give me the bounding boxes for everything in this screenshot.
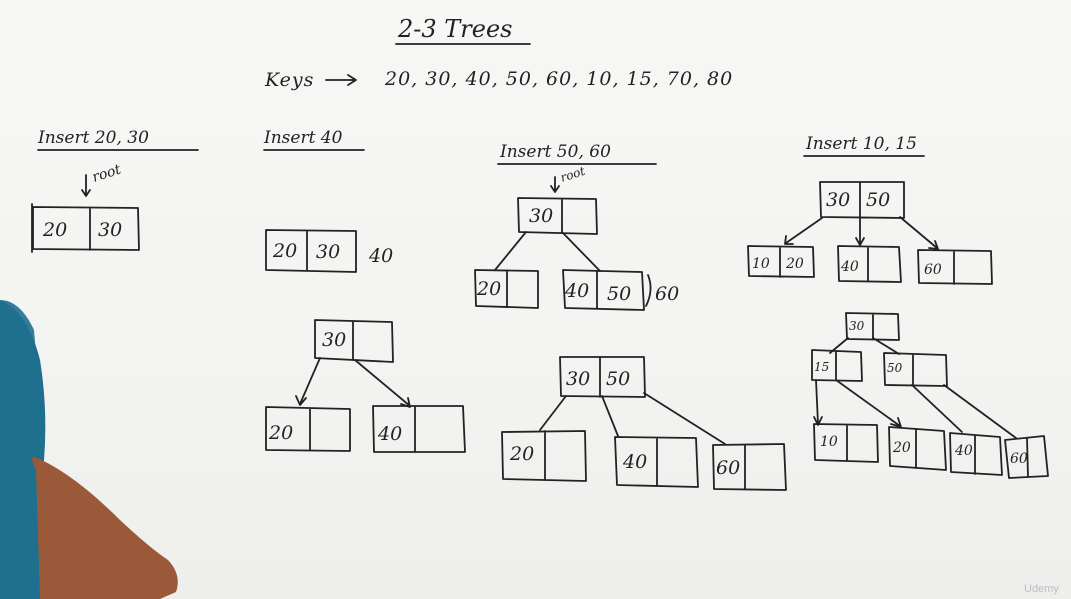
tree-edge <box>855 217 865 246</box>
root-label: root <box>90 161 123 185</box>
tree-node <box>265 406 351 452</box>
node-key: 60 <box>1010 451 1028 467</box>
node-key: 30 <box>322 329 346 351</box>
node-key: 40 <box>564 280 589 302</box>
keys-label: Keys <box>264 69 314 91</box>
tree-edge <box>943 384 1017 439</box>
tree-node <box>1004 435 1049 479</box>
keys-values: 20, 30, 40, 50, 60, 10, 15, 70, 80 <box>384 68 733 90</box>
node-key: 30 <box>849 319 865 333</box>
node-key: 30 <box>529 205 553 227</box>
heading-insert-40: Insert 40 <box>263 128 343 148</box>
node-key: 20 <box>272 240 297 262</box>
pending-key: 40 <box>368 245 393 267</box>
node-key: 50 <box>866 189 890 211</box>
tree-node <box>883 352 948 387</box>
tree-node <box>845 312 900 341</box>
tree-node <box>559 356 646 398</box>
node-key: 20 <box>42 219 67 241</box>
tree-node: 20 30 <box>31 203 140 253</box>
tree-edge <box>295 357 321 406</box>
tree-node <box>917 249 993 285</box>
node-key: 30 <box>566 368 590 390</box>
node-key: 60 <box>924 262 942 278</box>
tree-node <box>949 432 1003 476</box>
heading-insert-20-30: Insert 20, 30 <box>37 128 149 148</box>
node-key: 50 <box>887 361 903 375</box>
tree-edge <box>539 395 567 431</box>
tree-node <box>562 269 645 311</box>
node-key: 40 <box>954 443 973 459</box>
node-key: 20 <box>476 278 501 300</box>
node-key: 10 <box>820 434 838 450</box>
heading-insert-10-15: Insert 10, 15 <box>805 134 917 154</box>
node-key: 40 <box>622 451 647 473</box>
keys-arrow <box>325 74 357 86</box>
tree-edge <box>899 216 939 250</box>
node-key: 20 <box>509 443 534 465</box>
pending-key: 60 <box>655 283 679 305</box>
tree-edge <box>354 359 411 408</box>
tree-node <box>888 426 947 471</box>
node-key: 40 <box>377 423 402 445</box>
tree-edge <box>643 392 726 445</box>
node-key: 20 <box>268 422 293 444</box>
node-key: 15 <box>814 360 829 374</box>
tree-edge <box>494 231 527 271</box>
tree-node <box>813 423 879 463</box>
root-arrow <box>550 176 560 193</box>
tree-edge <box>561 231 601 272</box>
node-key: 30 <box>98 219 122 241</box>
node-key: 40 <box>840 259 859 275</box>
node-key: 60 <box>716 457 740 479</box>
tree-node <box>819 181 905 219</box>
node-key: 30 <box>826 189 850 211</box>
tree-node <box>474 269 539 309</box>
tree-node <box>712 443 787 491</box>
title: 2-3 Trees <box>397 15 512 43</box>
root-label: root <box>559 164 587 185</box>
heading-insert-50-60: Insert 50, 60 <box>499 142 611 162</box>
tree-node <box>811 349 863 382</box>
tree-edge <box>601 395 619 437</box>
tree-edge <box>835 379 902 428</box>
tree-node <box>517 197 598 235</box>
presenter <box>0 300 178 599</box>
tree-node <box>314 319 394 363</box>
node-key: 50 <box>606 368 630 390</box>
tree-node: 20 30 <box>265 229 357 273</box>
tree-node <box>837 245 902 283</box>
tree-node <box>614 436 699 488</box>
watermark: Udemy <box>1024 583 1059 595</box>
tree-node <box>747 245 815 278</box>
pending-bracket <box>645 274 652 307</box>
tree-node <box>372 405 466 453</box>
tree-node <box>501 430 587 482</box>
tree-edge <box>872 337 900 355</box>
tree-edge <box>813 379 823 426</box>
node-key: 30 <box>316 241 340 263</box>
node-key: 50 <box>607 283 631 305</box>
root-arrow <box>81 174 91 197</box>
node-key: 10 <box>752 256 770 272</box>
tree-edge <box>784 217 823 245</box>
node-key: 20 <box>785 256 804 272</box>
node-key: 20 <box>892 440 911 456</box>
tree-edge <box>911 384 963 433</box>
